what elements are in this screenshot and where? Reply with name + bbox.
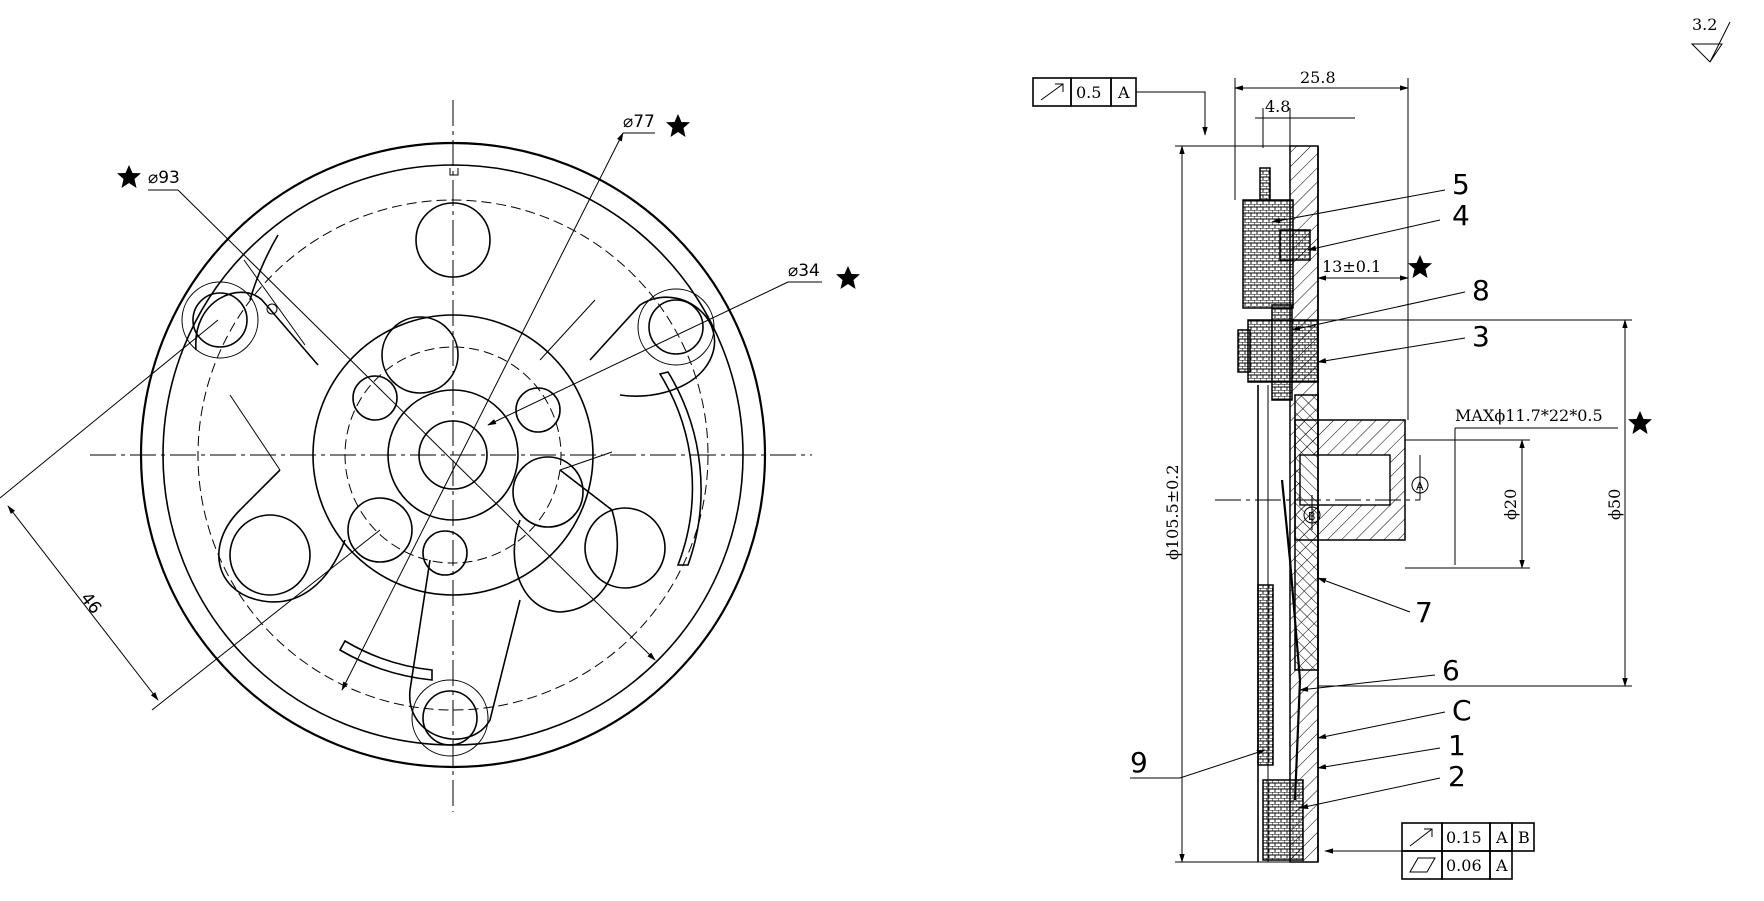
surface-finish-symbol: 3.2 (1690, 15, 1731, 63)
hub-hole-a (381, 316, 459, 394)
star-d77 (666, 114, 690, 137)
star-d34 (836, 266, 860, 289)
dim-d77-label: ⌀77 (623, 112, 655, 132)
hub-flange (1294, 394, 1319, 671)
hub-hole-f (422, 530, 468, 576)
spider-arm-outline-a (229, 259, 306, 471)
runout-top-tolerance: 0.5 (1076, 83, 1101, 102)
dim-d105-label: ϕ105.5±0.2 (1163, 464, 1182, 560)
runout-top-datum: A (1117, 83, 1130, 102)
flatness-tolerance: 0.06 (1446, 856, 1482, 875)
runout-bottom-datum2: B (1518, 828, 1530, 847)
dim-d93-label: ⌀93 (148, 168, 180, 188)
rivet-part-3-head (1237, 329, 1251, 373)
arc-slot-left (249, 234, 279, 301)
bolt-hole-lower-right (584, 507, 666, 589)
pad-hole-right (648, 299, 704, 355)
spacer-part-4 (1279, 229, 1311, 261)
dim-d34-label: ⌀34 (788, 261, 820, 281)
runout-bottom-tolerance: 0.15 (1446, 828, 1482, 847)
pad-outline-right (637, 288, 715, 366)
spring-plate-part-6 (1280, 479, 1302, 801)
flatness-icon (1409, 857, 1436, 873)
upper-rivet-head (1259, 167, 1271, 201)
arc-slot-bottom (338, 639, 433, 681)
top-notch (449, 168, 459, 176)
dim-d34-line (487, 281, 789, 426)
dim-d77-line (341, 132, 624, 691)
runout-bottom-arrow-icon (1409, 828, 1433, 847)
sleeve-part-8 (1271, 304, 1293, 401)
pad-hole-left (192, 292, 248, 348)
arc-slot-right (658, 371, 702, 566)
dim-46-ext-a (0, 319, 219, 499)
surface-finish-value: 3.2 (1692, 15, 1717, 34)
balloon-4: 4 (1452, 199, 1470, 232)
small-pin-hole (266, 303, 278, 315)
runout-bottom-datum1: A (1495, 828, 1508, 847)
dim-d20-label: ϕ20 (1501, 489, 1520, 520)
dim-d50-label: ϕ50 (1605, 489, 1624, 520)
balloon-1: 1 (1448, 729, 1466, 762)
datum-a-label: A (1416, 480, 1424, 493)
balloon-8: 8 (1472, 274, 1490, 307)
flatness-frame-bottom: 0.06 A (1324, 848, 1513, 880)
dim-46-ext-b (151, 529, 381, 711)
runout-top-leader (1136, 91, 1208, 136)
datum-a-symbol: A (1411, 455, 1429, 500)
balloon-5: 5 (1452, 168, 1470, 201)
hub-hole-c (515, 387, 561, 433)
runout-frame-bottom: 0.15 A B (1401, 822, 1535, 852)
balloon-6: 6 (1442, 654, 1460, 687)
dim-46-label: 46 (76, 589, 105, 618)
runout-frame-top: 0.5 A (1032, 77, 1208, 136)
dim-max-label: MAXϕ11.7*22*0.5 (1455, 406, 1603, 425)
star-d93 (117, 165, 141, 188)
datum-b-symbol: B (1303, 495, 1321, 530)
star-dim-13 (1408, 255, 1432, 278)
bolt-hole-lower-left (229, 514, 311, 596)
balloon-3: 3 (1472, 320, 1490, 353)
balloon-9: 9 (1130, 746, 1148, 779)
dim-4-8-label: 4.8 (1265, 97, 1290, 116)
section-view: A B 0.5 A 25.8 4.8 13±0.1 (1032, 68, 1652, 880)
lower-rivet-part-2 (1262, 779, 1304, 861)
star-dim-max (1628, 411, 1652, 434)
lower-plate-part-9 (1257, 584, 1274, 766)
dim-25-8-label: 25.8 (1300, 68, 1336, 87)
pad-hole-bottom (422, 690, 478, 746)
pad-outline-left (181, 281, 259, 359)
hub-hole-d (512, 456, 584, 528)
spider-arm-outline-b (539, 299, 613, 471)
runout-arrow-icon (1040, 83, 1064, 101)
hub-hole-b (352, 375, 398, 421)
dim-13-label: 13±0.1 (1322, 257, 1381, 276)
balloon-2: 2 (1448, 760, 1466, 793)
datum-b-label: B (1308, 510, 1316, 523)
dim-46-line (7, 505, 159, 701)
balloon-leaders (1130, 189, 1466, 809)
balloon-7: 7 (1415, 596, 1433, 629)
flatness-datum: A (1495, 856, 1508, 875)
balloon-c: C (1452, 694, 1472, 727)
front-view: ⌀93 ⌀77 ⌀34 46 (0, 100, 860, 812)
